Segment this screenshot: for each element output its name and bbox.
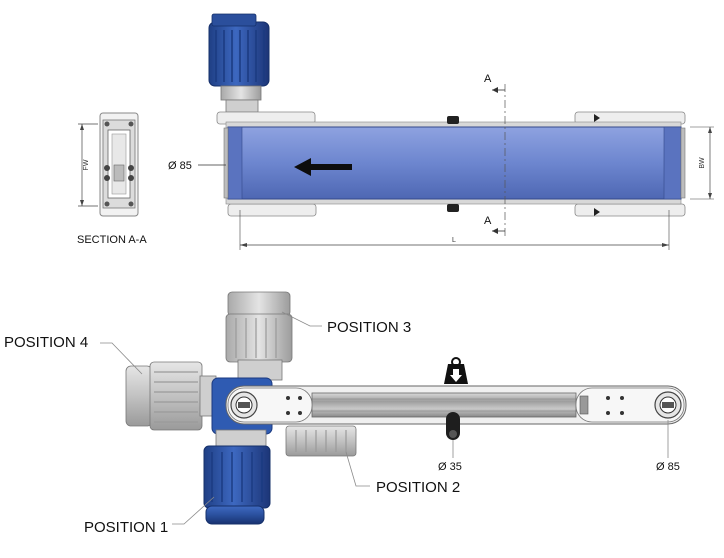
length-label: L xyxy=(452,237,456,244)
label-position-1: POSITION 1 xyxy=(84,519,168,536)
motor-position-1 xyxy=(203,429,271,525)
top-view: A A Ø 85 L BW xyxy=(168,13,714,250)
motor-position-2 xyxy=(285,425,357,457)
label-position-2: POSITION 2 xyxy=(376,479,460,496)
support-diameter: Ø 35 xyxy=(438,461,462,473)
belt-width-label: BW xyxy=(699,157,706,169)
side-pulley-diameter: Ø 85 xyxy=(656,461,680,473)
motor-position-4 xyxy=(125,361,217,431)
side-view xyxy=(125,291,687,525)
leader-lines xyxy=(100,311,669,525)
section-a-a-view: FW xyxy=(78,112,139,217)
label-position-4: POSITION 4 xyxy=(4,334,88,351)
top-pulley-diameter: Ø 85 xyxy=(168,160,192,172)
conveyor-belt xyxy=(227,126,682,200)
top-motor xyxy=(208,13,270,113)
section-marker-top: A xyxy=(484,73,492,85)
motor-position-3 xyxy=(225,291,293,381)
weight-down-icon xyxy=(444,357,468,384)
label-position-3: POSITION 3 xyxy=(327,319,411,336)
section-caption: SECTION A-A xyxy=(77,234,147,246)
arrow-left-icon xyxy=(294,158,352,176)
section-marker-bottom: A xyxy=(484,215,492,227)
section-width-label: FW xyxy=(83,159,90,170)
conveyor-rail xyxy=(311,392,577,418)
